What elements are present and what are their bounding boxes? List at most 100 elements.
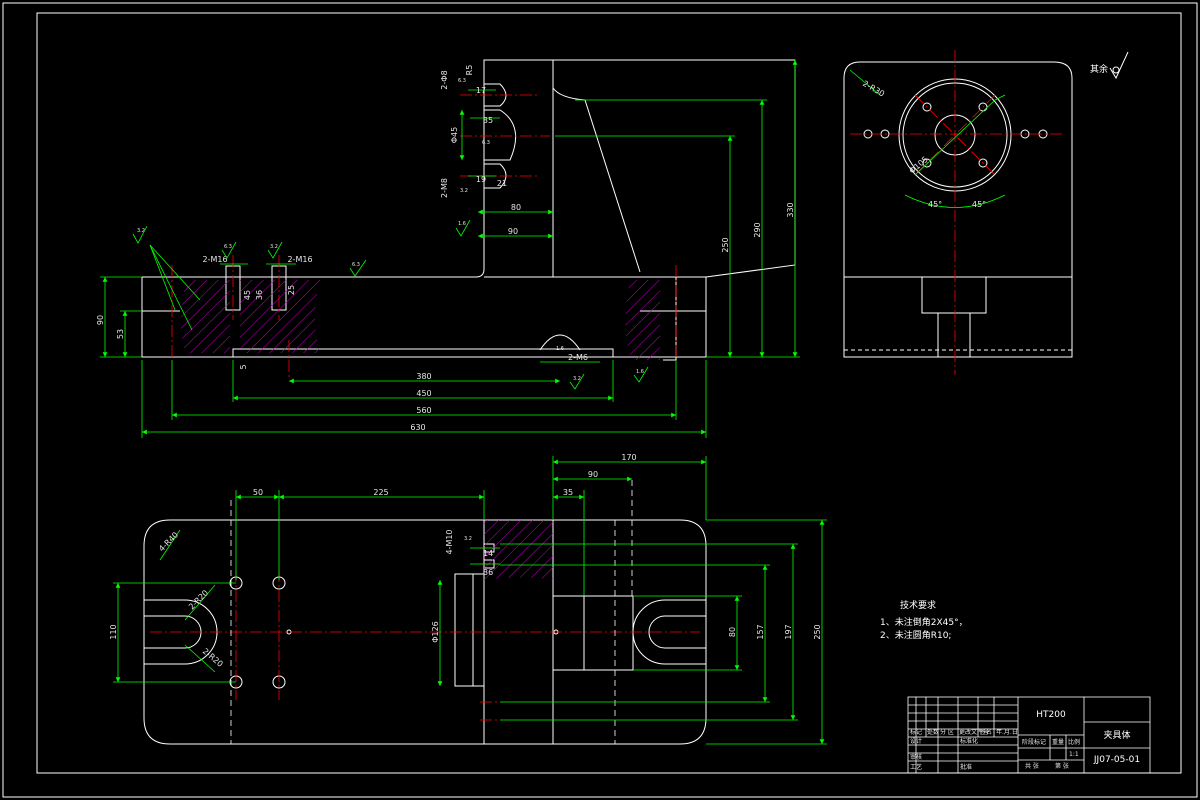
tb-label-3: 更改文件号 (959, 728, 989, 736)
dim-36-top: 36 (483, 568, 493, 577)
tb-label-16: 1:1 (1069, 751, 1079, 758)
dim-17: 17 (476, 86, 486, 95)
dim-250-top: 250 (813, 624, 822, 639)
roughness-top: 3.2 (464, 536, 472, 542)
dim-250: 250 (721, 237, 730, 252)
top-view-centerlines (150, 547, 700, 721)
tb-label-4: 签名 (980, 728, 992, 736)
tb-label-2: 分 区 (940, 728, 954, 736)
dim-36: 36 (255, 290, 264, 300)
label-2-m6: 2-M6 (568, 353, 588, 362)
label-2-r30: 2-R30 (861, 79, 886, 99)
side-view-dim-text: 2-R30 Φ105 45° 45° 其余 (861, 63, 1108, 209)
roughness-11: 1.6 (556, 346, 564, 352)
dim-560: 560 (416, 406, 431, 415)
tb-label-12: 重量 (1052, 738, 1064, 746)
tb-label-7: 标准化 (960, 737, 978, 745)
roughness-4: 6.3 (352, 262, 360, 268)
dim-225: 225 (373, 488, 388, 497)
side-view-dimensions (849, 69, 1006, 208)
front-view-dim-text: 630 560 450 380 90 53 5 250 290 330 80 9… (96, 65, 795, 432)
roughness-2: 6.3 (224, 244, 232, 250)
top-view-dimensions (113, 456, 827, 745)
dim-110: 110 (109, 624, 118, 639)
roughness-6: 6.3 (458, 78, 466, 84)
tb-label-14: 共 张 (1025, 762, 1039, 770)
roughness-symbols (132, 219, 649, 390)
label-2-m8: 2-M8 (440, 178, 449, 198)
label-45-b: 45° (972, 200, 986, 209)
dim-630: 630 (410, 423, 425, 432)
dim-phi126: Φ126 (431, 621, 440, 643)
roughness-1: 3.2 (137, 228, 145, 234)
front-view (141, 59, 796, 361)
tech-req-item-2: 2、未注圆角R10; (880, 629, 951, 641)
dim-90-top: 90 (588, 470, 598, 479)
dim-14: 14 (483, 549, 493, 558)
tb-label-11: 阶段标记 (1022, 738, 1046, 746)
label-45-a: 45° (928, 200, 942, 209)
roughness-5: 3.2 (573, 376, 581, 382)
tb-label-1: 处数 (927, 728, 939, 736)
dim-90v: 90 (96, 315, 105, 325)
title-material: HT200 (1036, 710, 1066, 720)
title-drawing-code: JJ07-05-01 (1093, 755, 1140, 765)
dim-21: 21 (497, 179, 507, 188)
label-4-m10: 4-M10 (445, 529, 454, 554)
roughness-10: 1.6 (636, 369, 644, 375)
dim-35: 35 (483, 116, 493, 125)
top-view-white-dashes (230, 480, 633, 744)
label-4-r40: 4-R40 (157, 530, 180, 553)
dim-197: 197 (784, 624, 793, 639)
surface-note-circle (1112, 66, 1120, 74)
dim-330: 330 (786, 202, 795, 217)
top-view-hatch (484, 520, 553, 580)
front-view-centerlines (171, 94, 677, 380)
surface-note-symbol (1109, 51, 1129, 80)
title-part-name: 夹具体 (1103, 729, 1130, 741)
label-2-phi8: 2-Φ8 (440, 70, 449, 89)
side-view (843, 61, 1073, 358)
dim-45: 45 (243, 290, 252, 300)
inner-frame (36, 12, 1182, 774)
label-2-m16-a: 2-M16 (202, 255, 227, 264)
surface-note: 其余 (1090, 63, 1108, 75)
roughness-9: 1.6 (458, 221, 466, 227)
dim-290: 290 (753, 222, 762, 237)
label-2-m16-b: 2-M16 (287, 255, 312, 264)
tb-label-9: 工艺 (910, 763, 922, 771)
tech-req-item-1: 1、未注倒角2X45°， (880, 616, 968, 628)
roughness-7: 6.3 (482, 140, 490, 146)
dim-90h: 90 (508, 227, 518, 236)
dim-80-top: 80 (728, 627, 737, 637)
tb-label-10: 批准 (960, 763, 972, 771)
tb-label-8: 审核 (910, 753, 922, 761)
dim-25: 25 (287, 285, 296, 295)
front-view-dimensions (100, 60, 800, 438)
dim-170: 170 (621, 453, 636, 462)
dim-450: 450 (416, 389, 431, 398)
dim-phi45: Φ45 (450, 127, 459, 143)
tb-label-0: 标记 (910, 728, 922, 736)
dim-380: 380 (416, 372, 431, 381)
top-view-dim-text: 50 225 170 90 35 110 80 157 197 250 Φ126… (109, 453, 822, 669)
title-block-text: HT200 夹具体 JJ07-05-01 标记 处数 分 区 更改文件号 签名 … (910, 710, 1140, 771)
roughness-3: 3.2 (270, 244, 278, 250)
roughness-8: 3.2 (460, 188, 468, 194)
tb-label-5: 年.月.日 (996, 728, 1018, 736)
dim-80: 80 (511, 203, 521, 212)
dim-50: 50 (253, 488, 263, 497)
label-r5: R5 (465, 65, 474, 76)
technical-requirements: 技术要求 1、未注倒角2X45°， 2、未注圆角R10; (880, 599, 968, 641)
dim-53: 53 (116, 329, 125, 339)
dim-35-top: 35 (563, 488, 573, 497)
dim-157: 157 (756, 624, 765, 639)
title-block (907, 696, 1151, 774)
side-view-centerlines (850, 50, 1062, 375)
tb-label-15: 第 张 (1055, 762, 1069, 770)
dim-19: 19 (476, 175, 486, 184)
front-view-hatch (181, 280, 660, 360)
tech-req-title: 技术要求 (900, 599, 936, 611)
